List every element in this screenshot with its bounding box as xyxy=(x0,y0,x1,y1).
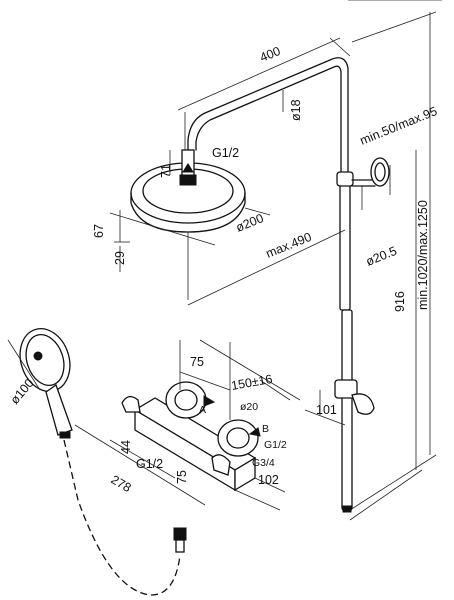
head-dimensions xyxy=(114,150,346,306)
label-body-length: 75 xyxy=(175,470,189,484)
label-head-height: 67 xyxy=(92,224,106,238)
slide-holder xyxy=(304,379,375,426)
label-outlet-b: B xyxy=(262,423,269,435)
label-body-depth: 44 xyxy=(119,440,133,454)
label-holder-width: 101 xyxy=(316,403,337,417)
label-body-height: 75 xyxy=(190,355,204,369)
hose-connector xyxy=(173,527,187,553)
label-knob-diameter: ø20 xyxy=(240,401,258,413)
label-max-projection: max.490 xyxy=(264,230,314,261)
wall-bracket xyxy=(351,157,391,210)
label-head-neck: 71 xyxy=(159,164,173,178)
label-arm-length: 400 xyxy=(258,44,283,65)
leader-arrows xyxy=(182,163,261,437)
shower-hose xyxy=(63,439,181,596)
label-inlet-connection: G1/2 xyxy=(136,457,163,471)
label-column-height: 916 xyxy=(393,291,407,312)
label-column-diameter: ø20.5 xyxy=(364,244,399,269)
riser-column xyxy=(336,171,354,513)
label-total-height: min.1020/max.1250 xyxy=(416,200,430,310)
label-body-width: 278 xyxy=(109,472,134,495)
shower-arm xyxy=(177,37,351,176)
label-inlet-thread: G3/4 xyxy=(252,457,275,469)
label-arm-diameter: ø18 xyxy=(289,99,303,121)
hand-shower xyxy=(7,328,73,439)
label-outlet-b-thread: G1/2 xyxy=(264,439,287,451)
thermostatic-mixer xyxy=(74,339,301,511)
label-body-projection: 102 xyxy=(258,473,279,487)
label-wall-offset: min.50/max.95 xyxy=(358,104,439,148)
label-centres: 150±16 xyxy=(230,372,273,393)
label-head-connection: G1/2 xyxy=(212,146,239,160)
label-outlet-a: A xyxy=(199,404,206,416)
total-height-dimension xyxy=(348,0,442,521)
label-head-drop: 29 xyxy=(113,251,127,265)
